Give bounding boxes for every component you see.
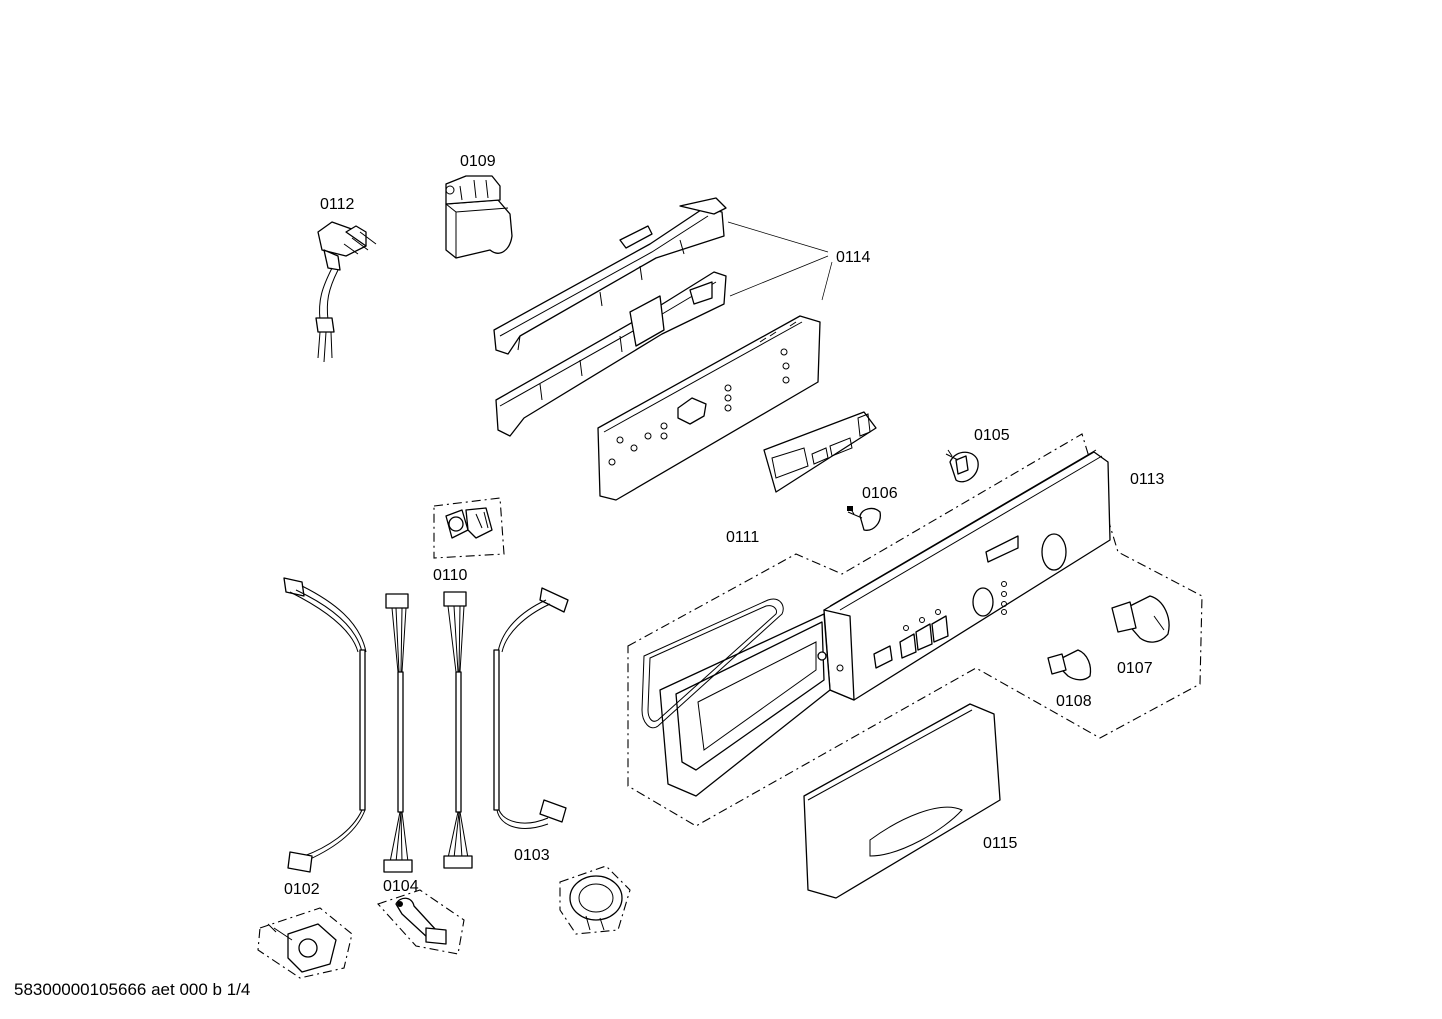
part-sensor-left[interactable] bbox=[257, 907, 353, 979]
document-id: 58300000105666 aet 000 b 1/4 bbox=[14, 980, 251, 999]
part-0105-program-knob[interactable] bbox=[945, 449, 979, 483]
part-0109-filter[interactable] bbox=[445, 175, 513, 259]
label-0102: 0102 bbox=[284, 881, 320, 898]
label-0115: 0115 bbox=[983, 835, 1018, 852]
label-0107: 0107 bbox=[1117, 660, 1153, 677]
part-0115-drawer-front[interactable] bbox=[803, 703, 1001, 899]
label-0111: 0111 bbox=[726, 529, 759, 546]
part-0107-large-knob[interactable] bbox=[1111, 595, 1170, 643]
part-sensor-middle[interactable] bbox=[377, 889, 465, 955]
label-0112: 0112 bbox=[320, 196, 355, 213]
part-0114-electronic-module[interactable] bbox=[493, 197, 833, 501]
label-0109: 0109 bbox=[460, 153, 496, 170]
label-0110: 0110 bbox=[433, 567, 468, 584]
part-0113-control-panel[interactable] bbox=[627, 433, 1203, 827]
part-0104-cable-harness[interactable] bbox=[383, 591, 473, 873]
part-pressure-switch[interactable] bbox=[559, 865, 631, 935]
label-0114: 0114 bbox=[836, 249, 871, 266]
part-0108-small-knob[interactable] bbox=[1047, 649, 1092, 681]
part-0103-cable-harness[interactable] bbox=[493, 587, 569, 829]
label-0105: 0105 bbox=[974, 427, 1010, 444]
label-0108: 0108 bbox=[1056, 693, 1092, 710]
label-0106: 0106 bbox=[862, 485, 898, 502]
part-0112-power-cord[interactable] bbox=[315, 221, 377, 363]
part-0111-display-foil[interactable] bbox=[763, 411, 877, 493]
label-0113: 0113 bbox=[1130, 471, 1165, 488]
part-0102-cable-harness[interactable] bbox=[283, 577, 367, 873]
part-0106-small-knob[interactable] bbox=[847, 506, 881, 531]
label-0104: 0104 bbox=[383, 878, 419, 895]
label-0103: 0103 bbox=[514, 847, 550, 864]
part-0110-switch[interactable] bbox=[433, 497, 505, 559]
